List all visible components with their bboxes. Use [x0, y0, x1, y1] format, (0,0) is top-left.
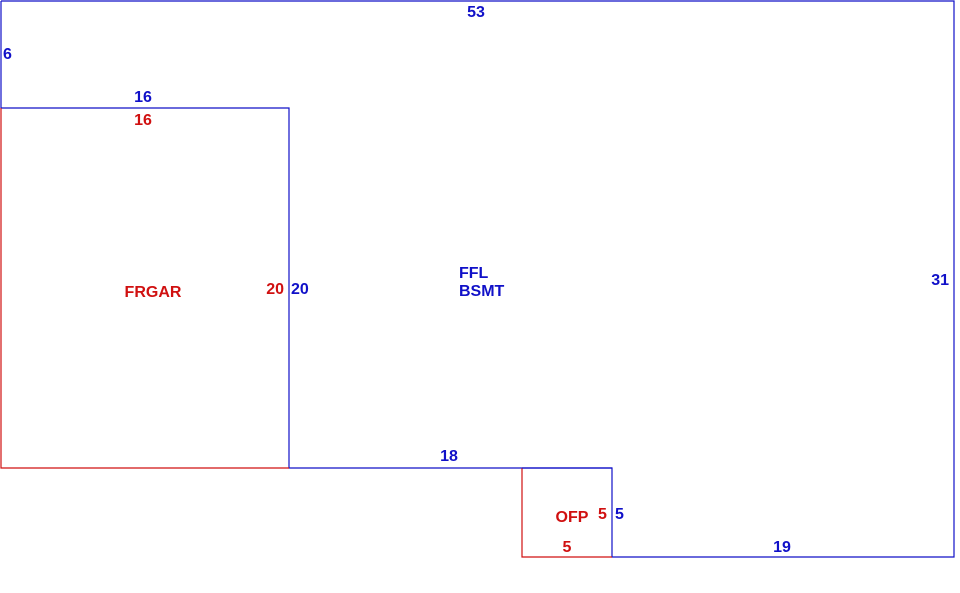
- dim-garage-shared-top: 16: [134, 89, 152, 106]
- porch-outline: [521, 468, 612, 558]
- main-label-line1: FFL: [459, 265, 489, 282]
- dim-porch-shared-side: 5: [615, 506, 624, 523]
- porch-dim-side: 5: [598, 506, 607, 523]
- main-label-line2: BSMT: [459, 283, 505, 300]
- dim-garage-shared-side: 20: [291, 281, 309, 298]
- dim-bottom-right: 19: [773, 539, 791, 556]
- garage-outline: [0, 108, 289, 469]
- dim-bottom-middle: 18: [440, 448, 458, 465]
- garage-dim-side: 20: [266, 281, 284, 298]
- porch-label: OFP: [556, 509, 589, 526]
- dim-top: 53: [467, 4, 485, 21]
- dim-left-upper: 6: [3, 46, 12, 63]
- garage-label: FRGAR: [125, 284, 182, 301]
- dim-right: 31: [931, 272, 949, 289]
- garage-dim-top: 16: [134, 112, 152, 129]
- porch-dim-bottom: 5: [563, 539, 572, 556]
